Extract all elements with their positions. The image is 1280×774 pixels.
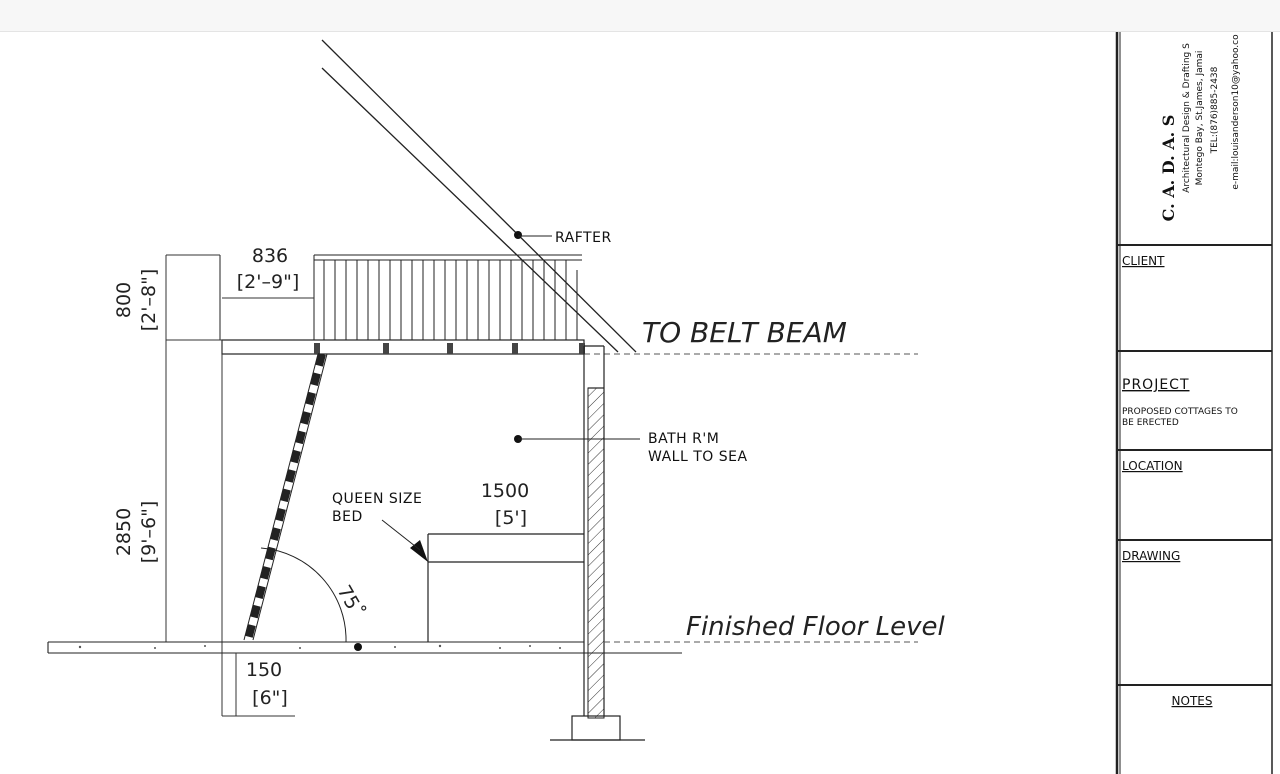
notes-label: NOTES bbox=[1172, 694, 1213, 708]
opening-dim: 836 bbox=[252, 245, 288, 267]
drawing-label: DRAWING bbox=[1122, 549, 1180, 563]
finished-floor-label: Finished Floor Level bbox=[686, 612, 945, 642]
bed-label-1: QUEEN SIZE bbox=[332, 491, 422, 507]
ladder bbox=[243, 352, 328, 642]
angle-arc bbox=[260, 547, 347, 643]
loft-railing bbox=[219, 254, 582, 340]
rafter bbox=[321, 39, 637, 353]
queen-bed bbox=[427, 533, 584, 642]
floor-slab bbox=[47, 641, 682, 654]
rail-height-dim: 800 bbox=[113, 282, 135, 318]
title-block bbox=[1115, 32, 1273, 774]
firm-email: e-mail:louisanderson10@yahoo.co bbox=[1231, 34, 1241, 190]
firm-name: C. A. D. A. S bbox=[1159, 115, 1178, 222]
viewer-toolbar bbox=[0, 0, 1280, 32]
bed-length-dim: 1500 bbox=[481, 480, 529, 502]
rafter-label: RAFTER bbox=[555, 230, 612, 246]
project-label: PROJECT bbox=[1122, 377, 1190, 393]
loft-floor bbox=[221, 339, 585, 355]
bed-length-dim-imperial: [5'] bbox=[495, 507, 527, 529]
bath-wall-label-2: WALL TO SEA bbox=[648, 449, 748, 465]
firm-telephone: TEL:(876)885-2438 bbox=[1210, 66, 1220, 154]
floor-height-dim-imperial: [9'–6"] bbox=[138, 501, 160, 563]
slab-dim-imperial: [6"] bbox=[252, 687, 288, 709]
slab-dim: 150 bbox=[246, 659, 282, 681]
bed-leader-arrow bbox=[410, 540, 428, 562]
bath-wall-lines bbox=[583, 345, 605, 716]
location-label: LOCATION bbox=[1122, 459, 1183, 473]
wall-footing bbox=[550, 715, 645, 741]
firm-address: Montego Bay, St.James, Jamai bbox=[1195, 51, 1205, 186]
floor-height-dim: 2850 bbox=[113, 508, 135, 556]
rafter-leader-dot bbox=[514, 231, 522, 239]
belt-beam-label: TO BELT BEAM bbox=[642, 316, 847, 349]
slab-aggregate bbox=[78, 644, 561, 649]
bed-label-2: BED bbox=[332, 509, 363, 525]
bath-wall-hatch bbox=[587, 387, 605, 719]
angle-label: 75˚ bbox=[333, 582, 369, 622]
client-label: CLIENT bbox=[1122, 254, 1165, 268]
bed-leader bbox=[381, 519, 421, 551]
vertical-dimension-lines bbox=[165, 254, 223, 716]
project-line-1: PROPOSED COTTAGES TO bbox=[1122, 407, 1238, 417]
project-line-2: BE ERECTED bbox=[1122, 418, 1179, 428]
floor-leader-dot bbox=[354, 643, 362, 651]
opening-dim-imperial: [2'–9"] bbox=[237, 271, 299, 293]
rail-height-dim-imperial: [2'–8"] bbox=[138, 269, 160, 331]
firm-description: Architectural Design & Drafting S bbox=[1182, 43, 1192, 193]
joist-blocks bbox=[314, 343, 585, 354]
bath-wall-label-1: BATH R'M bbox=[648, 431, 719, 447]
